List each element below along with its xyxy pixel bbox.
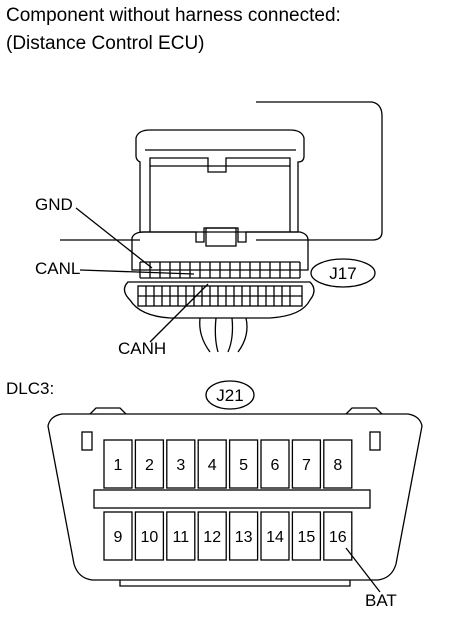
dlc3-pin-3-box: [166, 439, 196, 489]
dlc3-pin-11-label: 11: [172, 529, 189, 546]
dlc3-pin-2-label: 2: [145, 457, 154, 474]
canh-leader-line: [149, 283, 209, 343]
dlc3-pin-15-label: 15: [298, 529, 316, 546]
j17-badge: [310, 258, 376, 288]
dlc3-pin-8-label: 8: [333, 457, 342, 474]
ecu-connector: [60, 101, 383, 353]
dlc3-pin-11-box: [166, 511, 196, 561]
dlc3-pin-6-label: 6: [271, 457, 280, 474]
bat-label: BAT: [365, 591, 397, 610]
dlc3-pin-15-box: [291, 511, 322, 561]
canl-leader-line: [79, 269, 195, 275]
dlc3-label: DLC3:: [6, 379, 55, 398]
dlc3-pin-5-label: 5: [239, 457, 248, 474]
dlc3-pin-5-box: [228, 439, 259, 489]
title-line-1: Component without harness connected:: [6, 5, 341, 26]
dlc3-pin-4-label: 4: [208, 457, 217, 474]
title-line-2: (Distance Control ECU): [6, 33, 205, 54]
dlc3-pin-10-label: 10: [141, 529, 159, 546]
dlc3-pin-7-box: [291, 439, 322, 489]
dlc3-pin-7-label: 7: [302, 457, 311, 474]
bat-leader-line: [345, 547, 381, 593]
dlc3-pin-9-label: 9: [114, 529, 123, 546]
dlc3-pin-10-box: [134, 511, 165, 561]
dlc3-pin-1-label: 1: [114, 457, 123, 474]
j21-badge: [205, 380, 255, 410]
dlc3-pin-9-box: [103, 511, 133, 561]
dlc3-pin-8-box: [323, 439, 353, 489]
gnd-label: GND: [35, 195, 73, 214]
dlc3-pin-13-label: 13: [235, 529, 253, 546]
dlc3-pin-3-label: 3: [176, 457, 185, 474]
dlc3-pin-row-top: 1 2 3 4 5 6 7 8: [103, 439, 353, 489]
dlc3-pin-row-bottom: 9 10 11 12 13 14 15 16: [103, 511, 353, 561]
dlc3-pin-2-box: [134, 439, 165, 489]
dlc3-pin-14-label: 14: [266, 529, 284, 546]
dlc3-connector: [47, 407, 423, 587]
gnd-leader-line: [75, 207, 153, 269]
dlc3-pin-4-box: [197, 439, 227, 489]
dlc3-pin-16-box: [323, 511, 353, 561]
j17-label: J17: [329, 264, 356, 283]
dlc3-pin-1-box: [103, 439, 133, 489]
j21-label: J21: [216, 386, 243, 405]
dlc3-pin-12-label: 12: [203, 529, 221, 546]
dlc3-pin-16-label: 16: [329, 529, 347, 546]
dlc3-pin-6-box: [260, 439, 290, 489]
canl-label: CANL: [35, 259, 81, 278]
dlc3-pin-13-box: [228, 511, 259, 561]
canh-label: CANH: [118, 339, 167, 358]
dlc3-pin-12-box: [197, 511, 227, 561]
dlc3-pin-14-box: [260, 511, 290, 561]
